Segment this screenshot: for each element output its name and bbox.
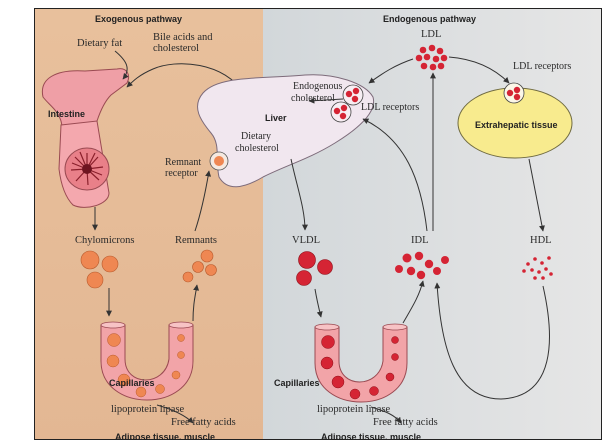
- idl-label: IDL: [411, 235, 429, 246]
- endogenous-cholesterol-label-2: cholesterol: [291, 93, 335, 104]
- liver-label: Liver: [265, 113, 287, 123]
- dietary-cholesterol-label-2: cholesterol: [235, 143, 279, 154]
- left-capillaries-label: Capillaries: [109, 378, 155, 388]
- right-free-fatty-acids-label: Free fatty acids: [373, 417, 438, 428]
- bile-acids-label-2: cholesterol: [153, 43, 199, 54]
- left-adipose-label: Adipose tissue, muscle: [115, 432, 215, 440]
- left-free-fatty-acids-label: Free fatty acids: [171, 417, 236, 428]
- intestine-label: Intestine: [48, 109, 85, 119]
- dietary-cholesterol-label-1: Dietary: [241, 131, 271, 142]
- exogenous-title: Exogenous pathway: [95, 14, 182, 24]
- endogenous-cholesterol-label-1: Endogenous: [293, 81, 343, 92]
- right-capillaries-label: Capillaries: [274, 378, 320, 388]
- left-lipoprotein-lipase-label: lipoprotein lipase: [111, 404, 185, 415]
- vldl-label: VLDL: [292, 235, 320, 246]
- hdl-label: HDL: [530, 235, 552, 246]
- extrahepatic-tissue-label: Extrahepatic tissue: [475, 120, 558, 130]
- ldl-receptors-top-label: LDL receptors: [513, 61, 571, 72]
- chylomicrons-label: Chylomicrons: [75, 235, 135, 246]
- dietary-fat-label: Dietary fat: [77, 38, 122, 49]
- remnant-receptor-label-1: Remnant: [165, 157, 201, 168]
- ldl-label: LDL: [421, 29, 441, 40]
- diagram-frame: Exogenous pathway Endogenous pathway Int…: [34, 8, 602, 440]
- diagram-canvas: Exogenous pathway Endogenous pathway Int…: [35, 9, 602, 440]
- right-adipose-label: Adipose tissue, muscle: [321, 432, 421, 440]
- endogenous-title: Endogenous pathway: [383, 14, 476, 24]
- ldl-receptors-liver-label: LDL receptors: [361, 102, 419, 113]
- bile-acids-label-1: Bile acids and: [153, 32, 213, 43]
- remnants-label: Remnants: [175, 235, 217, 246]
- remnant-receptor-label-2: receptor: [165, 168, 198, 179]
